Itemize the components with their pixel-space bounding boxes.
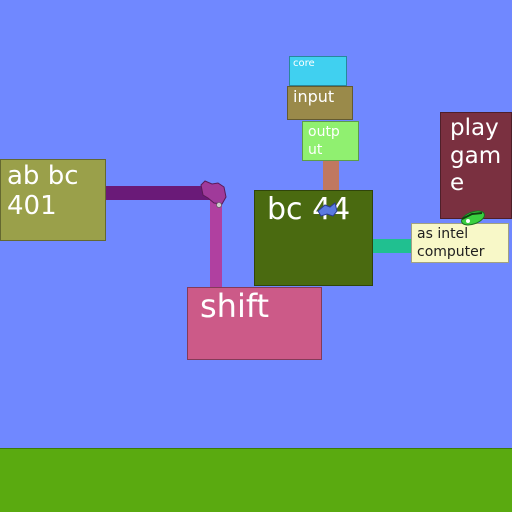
block-ab-bc-401[interactable]: ab bc 401 [0,159,106,241]
purple-pipe [104,186,214,200]
ground-strip [0,448,512,512]
brown-pipe [323,159,339,193]
block-input[interactable]: input [287,86,353,120]
block-bc-44[interactable]: bc 44 [254,190,373,286]
block-core[interactable]: core [289,56,347,86]
block-as-intel-computer[interactable]: as intel computer [411,223,509,263]
block-shift[interactable]: shift [187,287,322,360]
block-output[interactable]: outp ut [302,121,359,161]
block-play-game[interactable]: play gam e [440,112,512,219]
teal-pipe [368,239,414,253]
magenta-pipe [210,196,222,290]
